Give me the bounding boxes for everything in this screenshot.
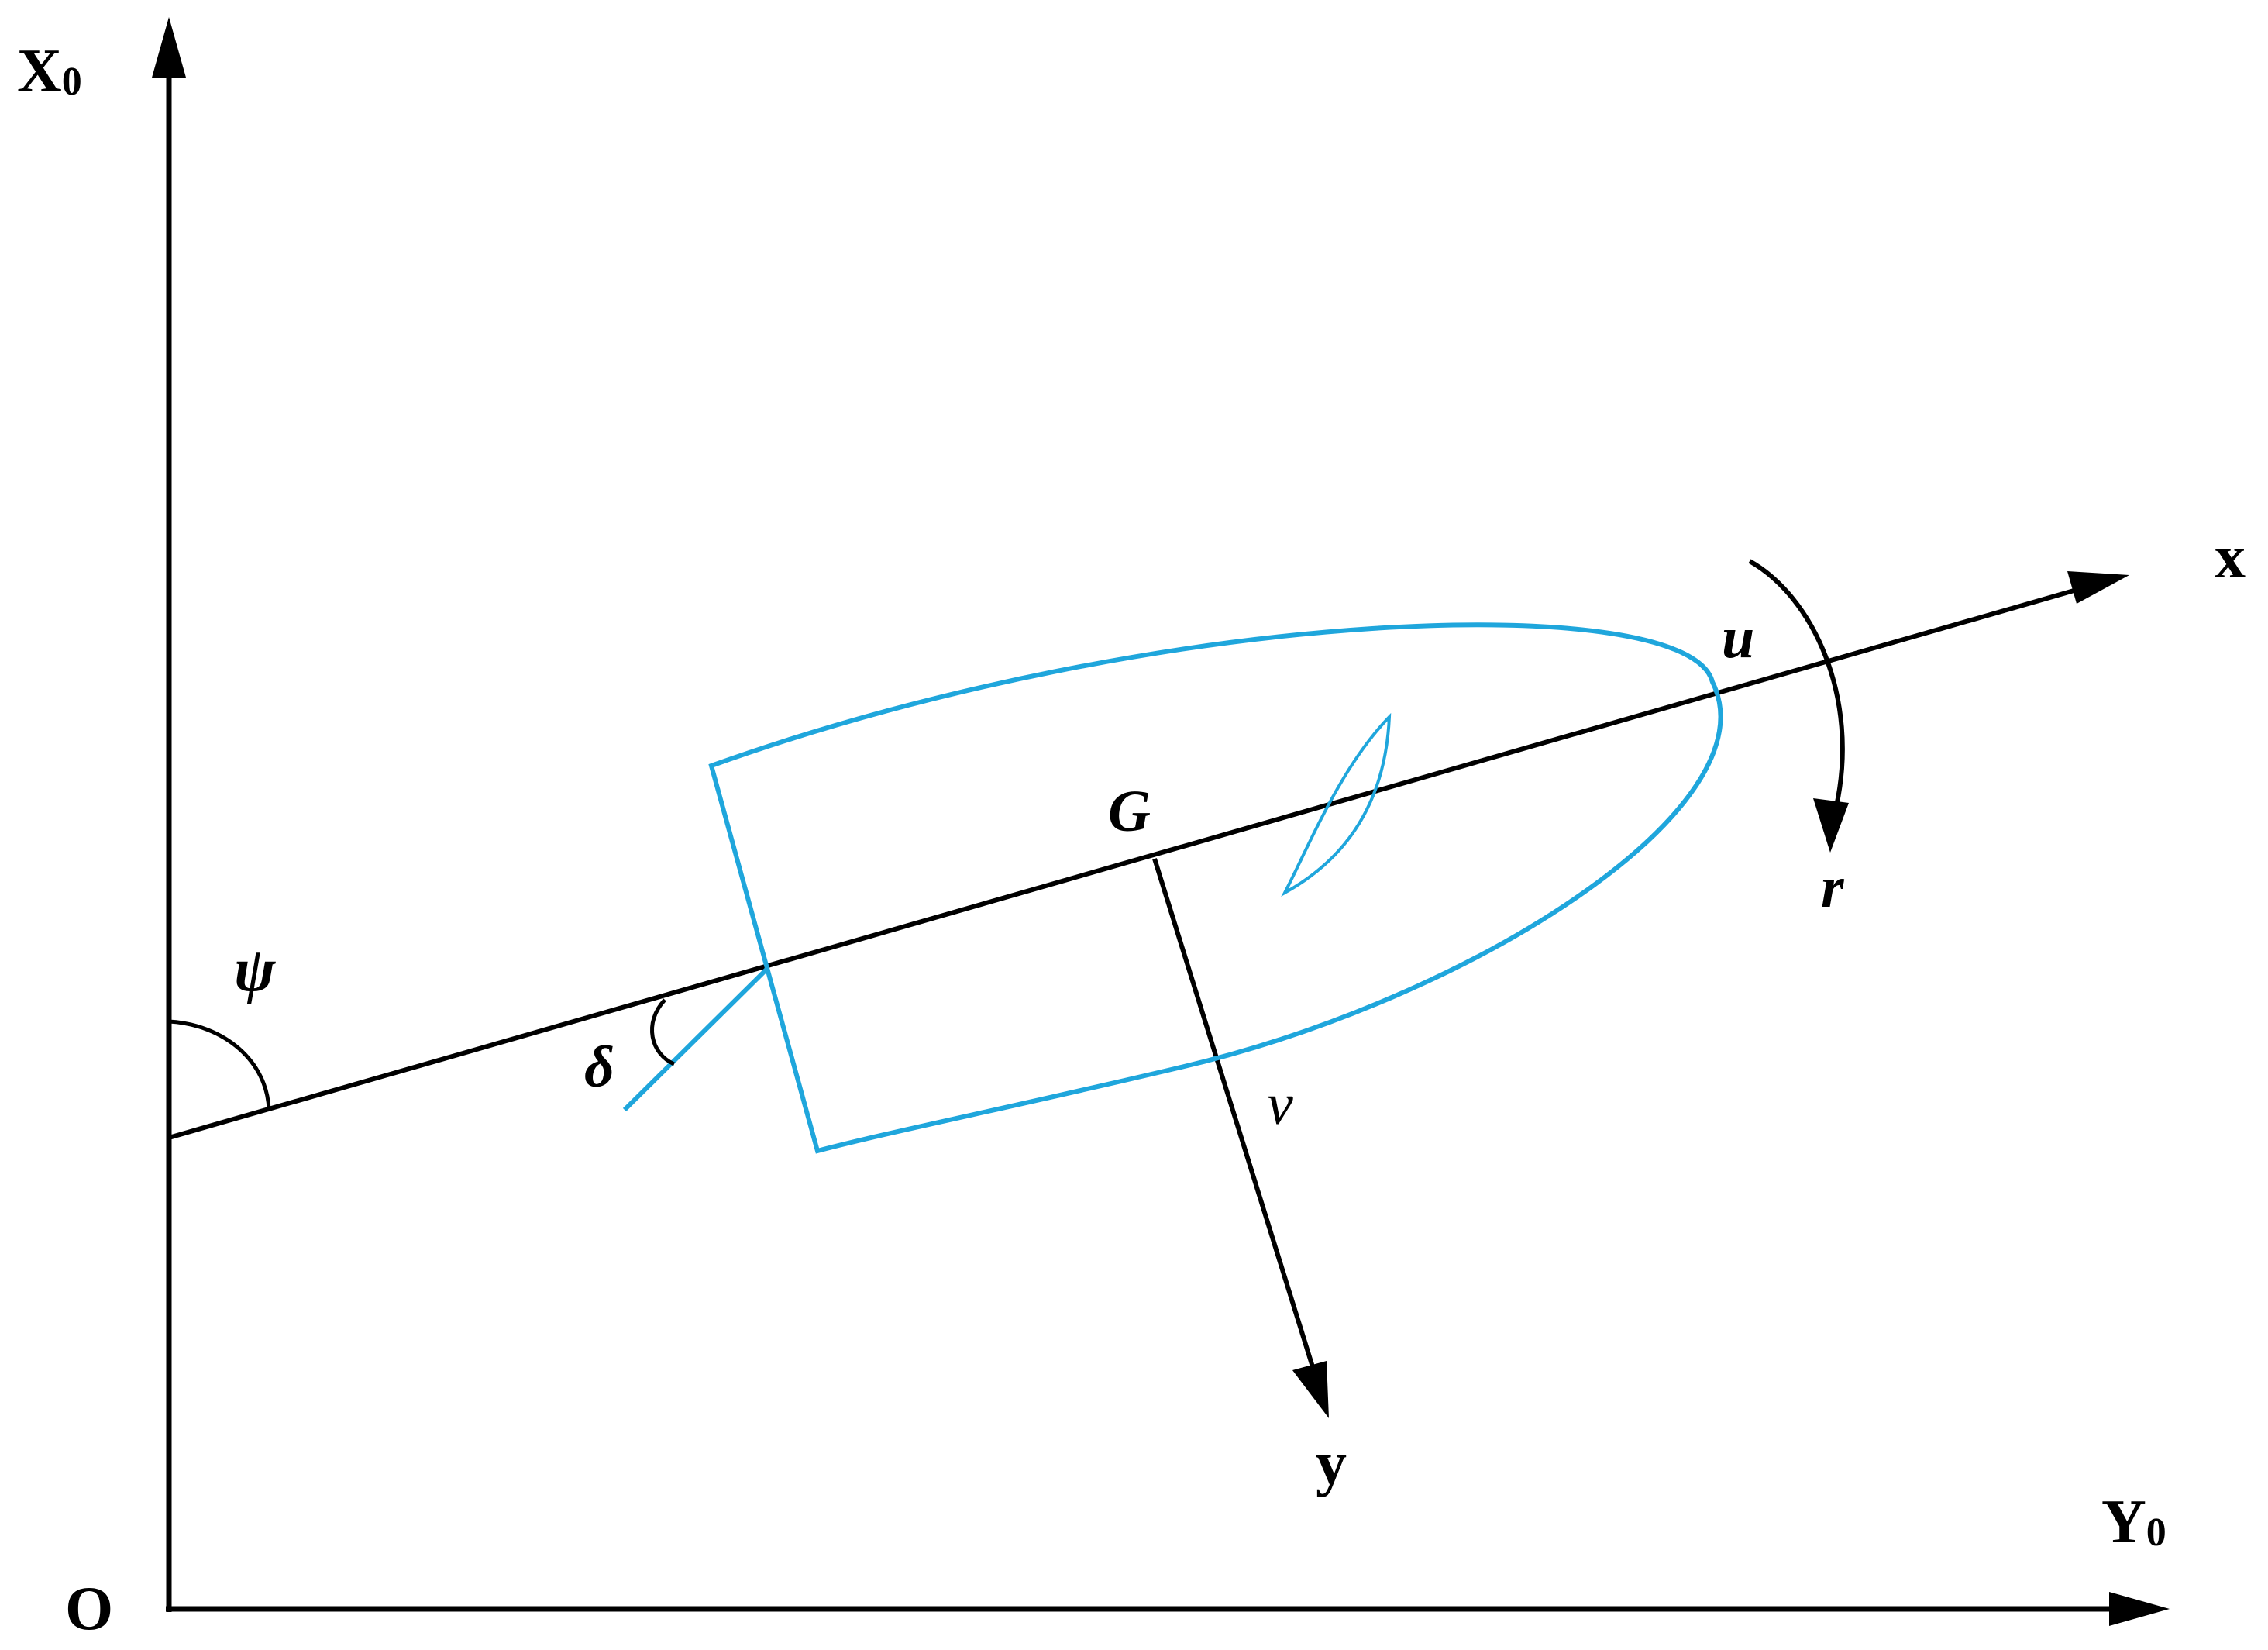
earth-x-axis-label: X0 [17, 37, 82, 105]
center-of-gravity-label: G [1108, 779, 1151, 844]
body-y-axis [1152, 858, 1329, 1418]
origin-label: O [65, 1575, 113, 1643]
body-y-axis-label: y [1316, 1430, 1347, 1498]
ship-hull [708, 622, 1723, 1154]
earth-y-axis-label: Y0 [2101, 1488, 2166, 1556]
rudder-angle-arc [650, 998, 676, 1066]
yaw-rate-arrow [1748, 559, 1849, 853]
ship-fin [1281, 712, 1392, 897]
sway-velocity-label: v [1267, 1072, 1293, 1137]
earth-y-axis [166, 1592, 2170, 1626]
heading-angle-arc [168, 1019, 271, 1111]
surge-velocity-label: u [1722, 605, 1754, 670]
rudder-angle-label: δ [584, 1035, 614, 1100]
heading-angle-label: ψ [234, 936, 276, 1004]
yaw-rate-label: r [1821, 855, 1845, 920]
earth-x-axis [152, 17, 186, 1612]
rudder [622, 966, 769, 1112]
body-x-axis-label: x [2215, 523, 2246, 591]
body-x-axis [168, 571, 2129, 1140]
